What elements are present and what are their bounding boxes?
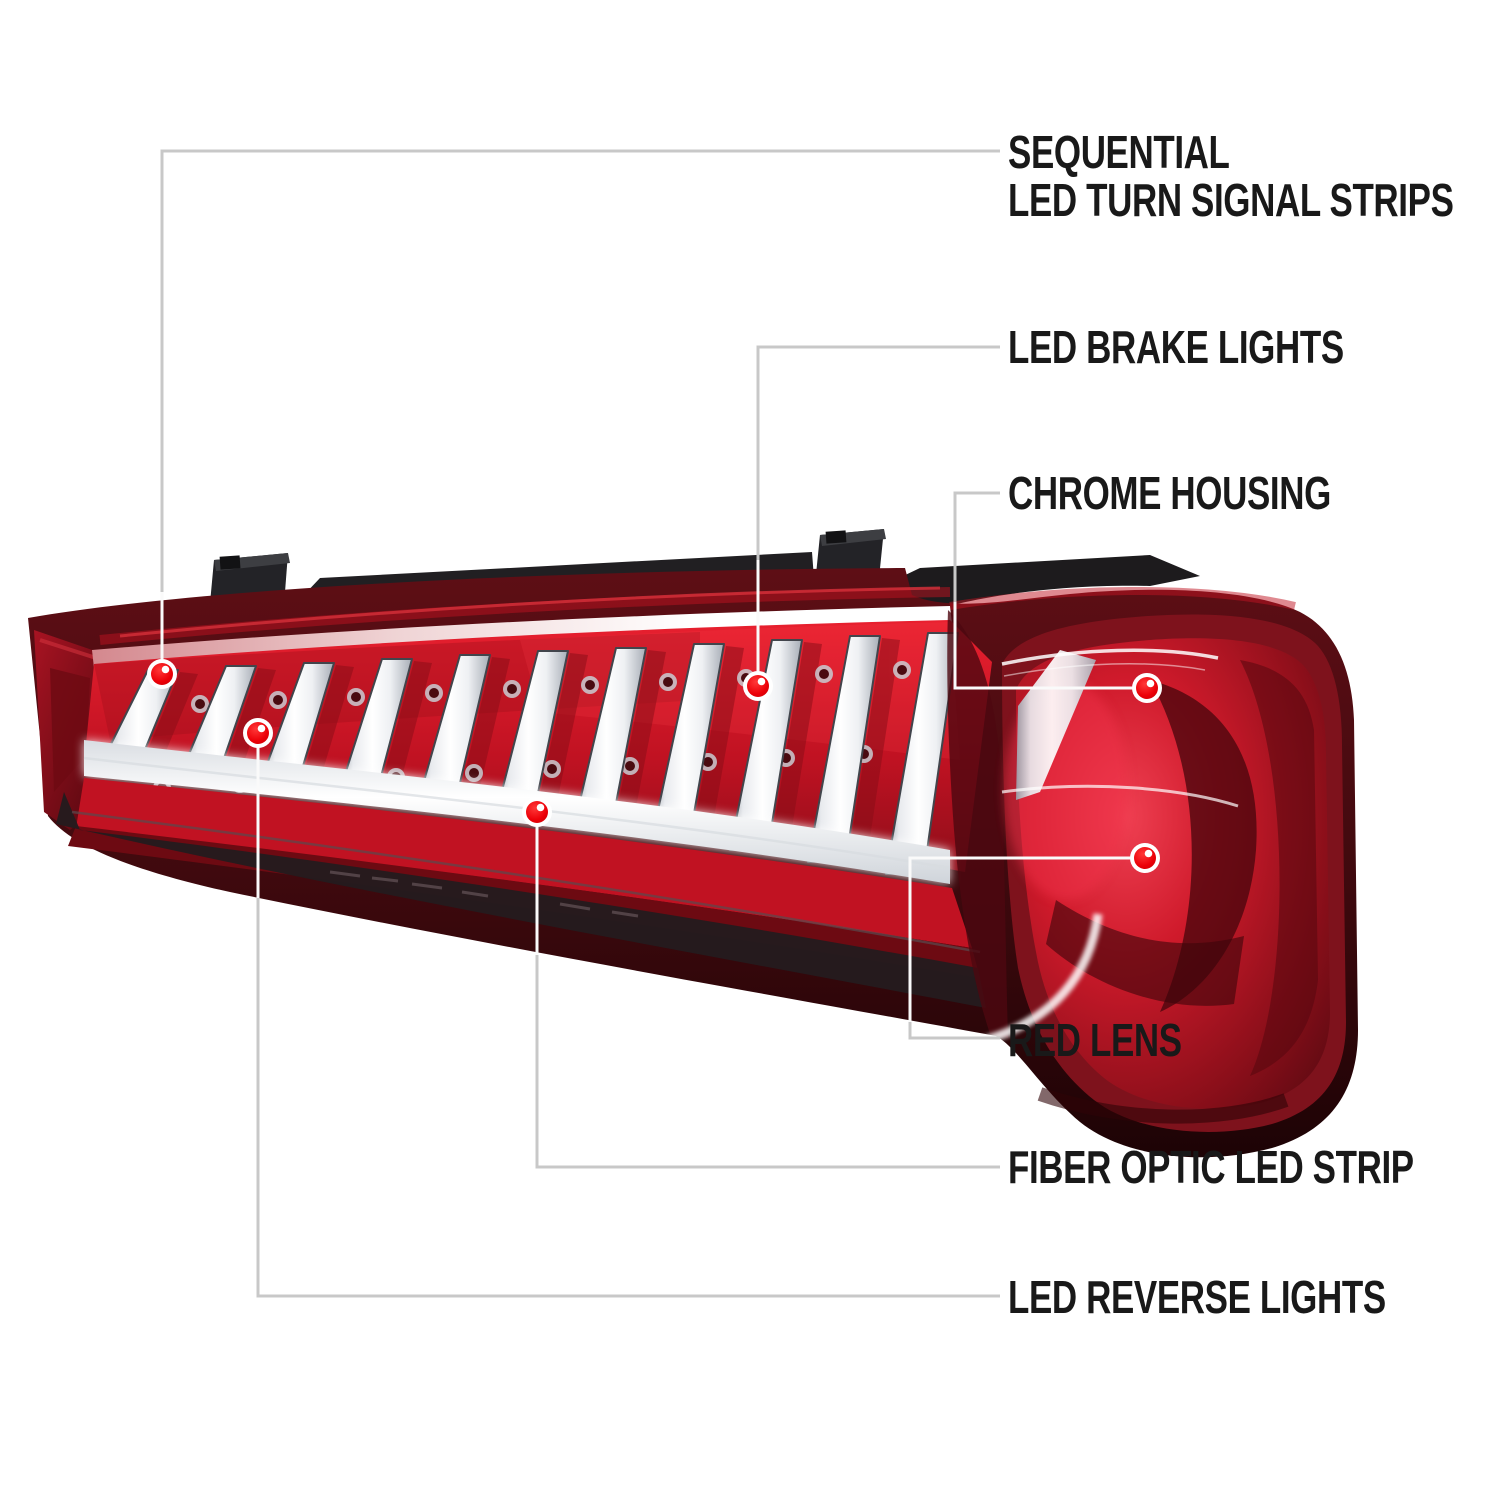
label-led-reverse-lights: LED REVERSE LIGHTS — [1008, 1273, 1386, 1321]
fiber-optic-strip — [83, 740, 951, 884]
tail-light-photo — [28, 529, 1358, 1158]
label-sequential-led-turn-signal-strips: SEQUENTIAL LED TURN SIGNAL STRIPS — [1008, 128, 1454, 224]
turn-signal-strips — [105, 632, 959, 875]
label-line: FIBER OPTIC LED STRIP — [1008, 1141, 1414, 1193]
callout-lines-over-photo — [160, 560, 1147, 1022]
label-line: LED TURN SIGNAL STRIPS — [1008, 174, 1454, 226]
chrome-housing-end-cap — [984, 614, 1346, 1132]
label-led-brake-lights: LED BRAKE LIGHTS — [1008, 323, 1344, 371]
callout-dots — [147, 659, 1162, 873]
label-line: CHROME HOUSING — [1008, 467, 1331, 519]
label-line: SEQUENTIAL — [1008, 126, 1230, 178]
callout-dot-reverse — [243, 718, 273, 748]
led-bulbs — [153, 661, 911, 797]
label-chrome-housing: CHROME HOUSING — [1008, 469, 1331, 517]
label-line: RED LENS — [1008, 1014, 1182, 1066]
callout-dot-red-lens — [1130, 843, 1160, 873]
callout-dot-chrome — [1132, 673, 1162, 703]
callout-line-sequential — [160, 149, 1000, 674]
label-fiber-optic-led-strip: FIBER OPTIC LED STRIP — [1008, 1143, 1414, 1191]
callout-line-reverse — [256, 733, 1000, 1298]
label-red-lens: RED LENS — [1008, 1016, 1182, 1064]
callout-dot-fiber — [522, 797, 552, 827]
callout-dot-brake — [743, 671, 773, 701]
label-line: LED BRAKE LIGHTS — [1008, 321, 1344, 373]
smoke-bottom-band — [56, 792, 986, 1008]
label-line: LED REVERSE LIGHTS — [1008, 1271, 1386, 1323]
callout-dot-sequential — [147, 659, 177, 689]
